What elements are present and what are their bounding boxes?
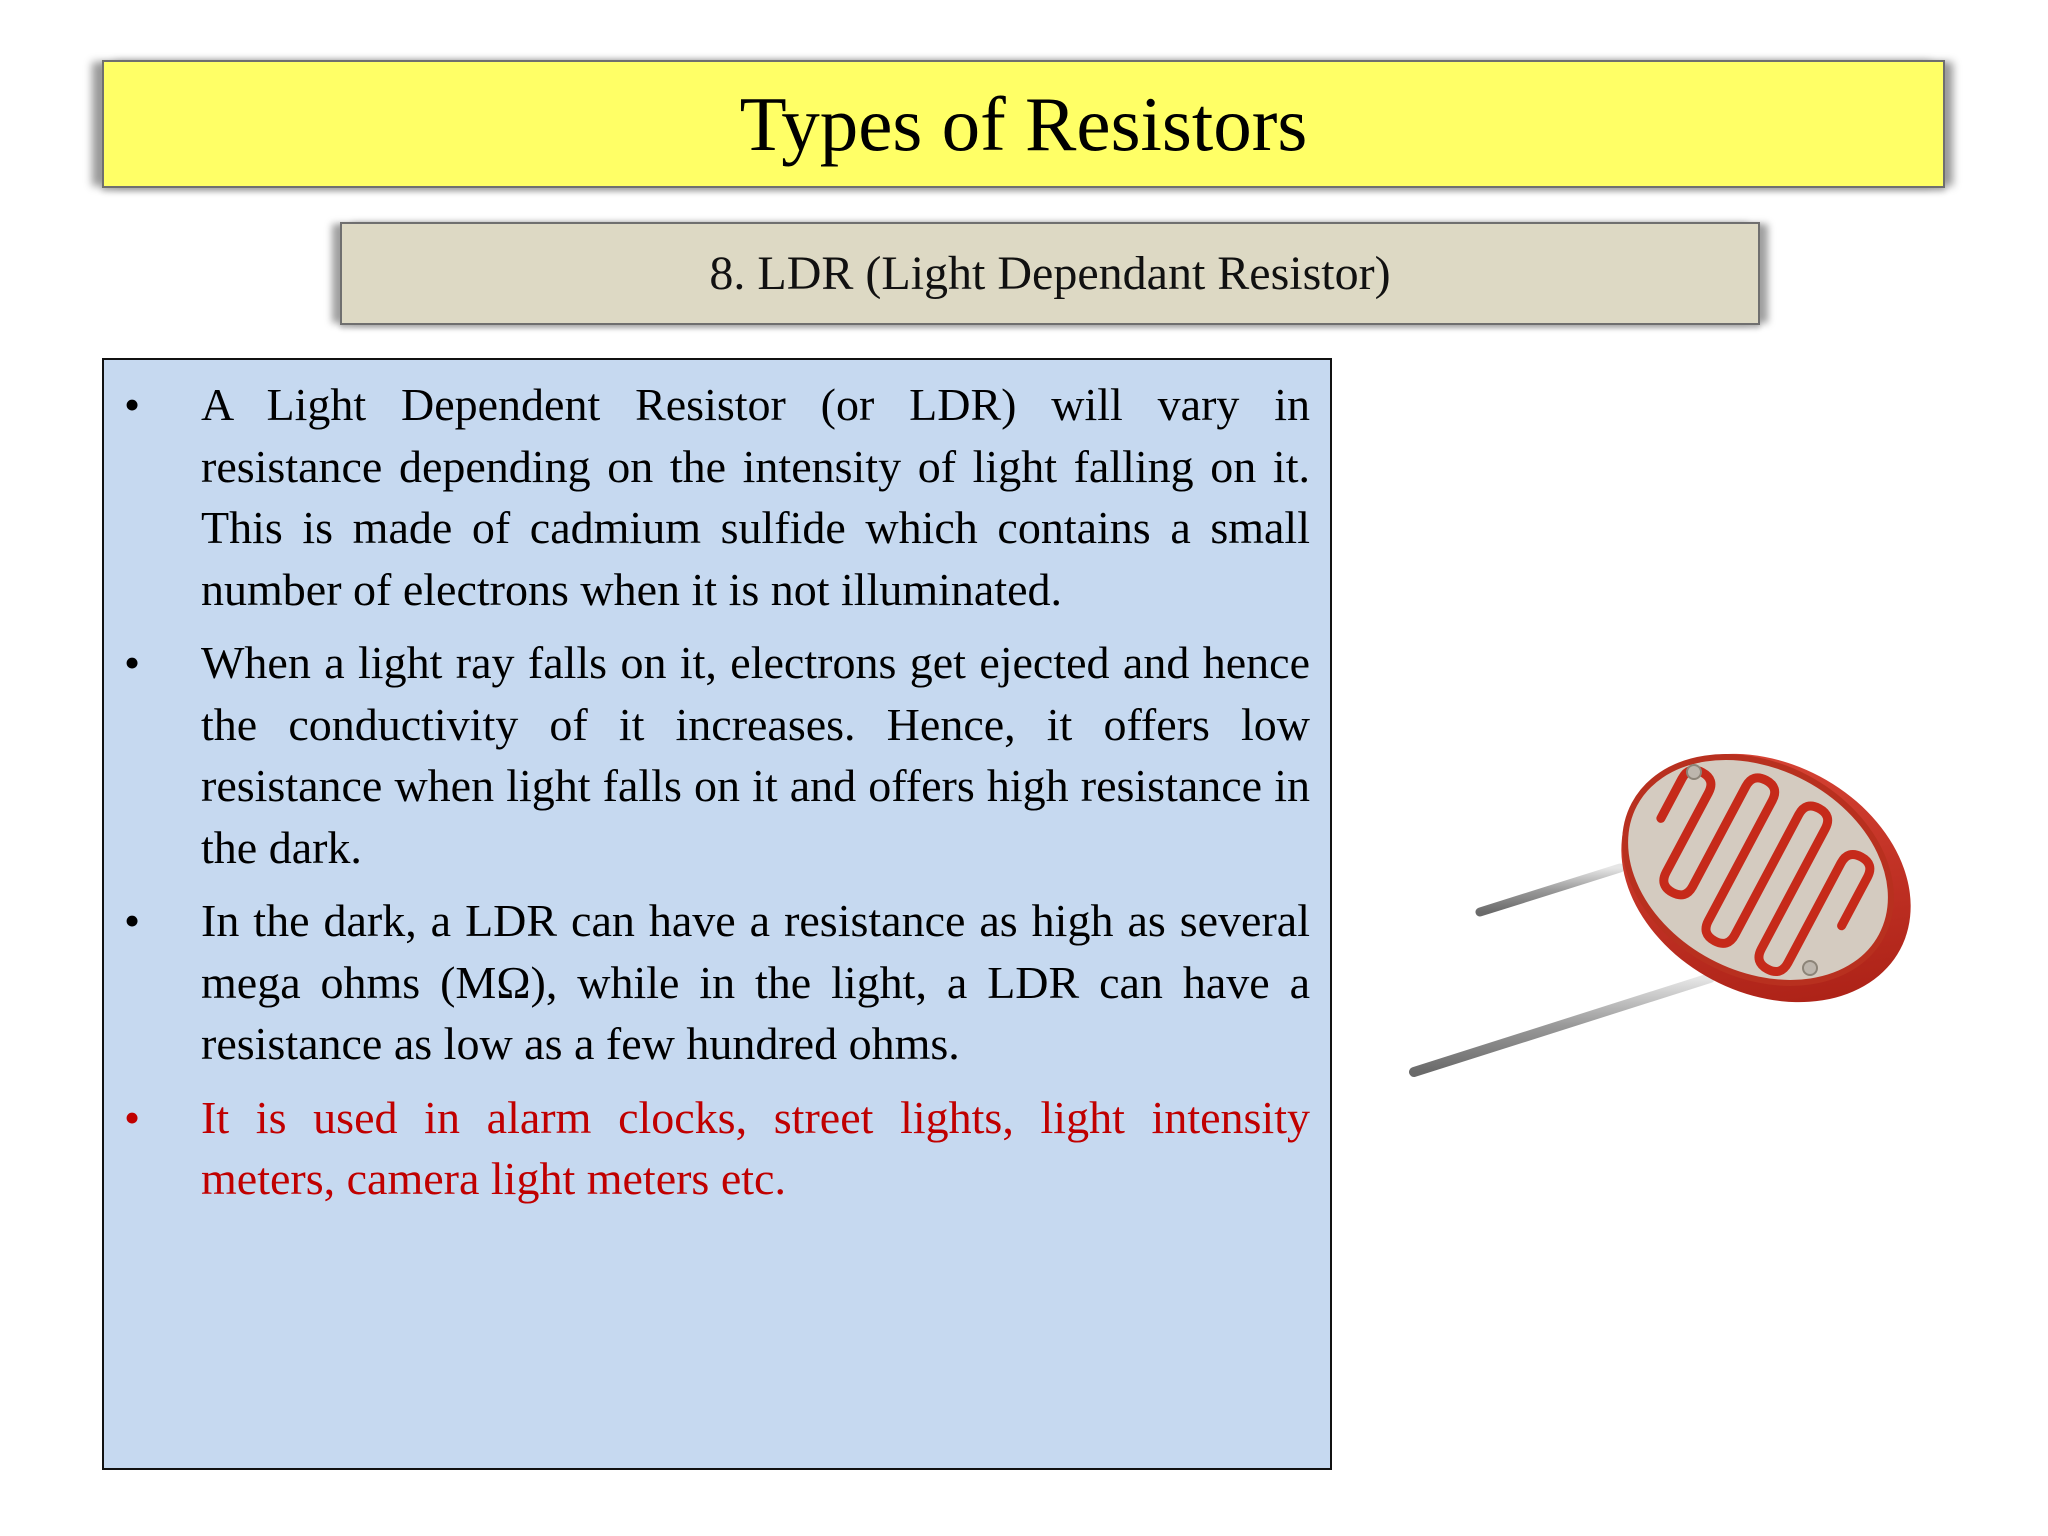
bullet-item-highlight: • It is used in alarm clocks, street lig… [104,1087,1310,1210]
ldr-terminal [1686,764,1702,780]
bullet-item: • In the dark, a LDR can have a resistan… [104,890,1310,1075]
subtitle-banner: 8. LDR (Light Dependant Resistor) [340,222,1760,325]
bullet-text: A Light Dependent Resistor (or LDR) will… [201,379,1310,615]
bullet-marker: • [124,895,141,946]
slide-title: Types of Resistors [739,80,1308,167]
ldr-serpentine-track [1656,765,1875,977]
bullet-text: In the dark, a LDR can have a resistance… [201,895,1310,1069]
ldr-photo [1409,753,1911,1077]
bullet-marker: • [124,1091,141,1143]
ldr-lead-lower [1409,973,1715,1077]
bullet-item: • When a light ray falls on it, electron… [104,632,1310,878]
bullet-text: When a light ray falls on it, electrons … [201,637,1310,873]
ldr-lead-upper [1475,863,1625,917]
ldr-face [1622,754,1894,986]
ldr-terminal [1802,960,1818,976]
bullet-text: It is used in alarm clocks, street light… [201,1091,1310,1205]
content-panel: • A Light Dependent Resistor (or LDR) wi… [102,358,1332,1470]
bullet-marker: • [124,379,141,430]
bullet-item: • A Light Dependent Resistor (or LDR) wi… [104,374,1310,620]
title-banner: Types of Resistors [102,60,1945,188]
bullet-marker: • [124,637,141,688]
bullet-list: • A Light Dependent Resistor (or LDR) wi… [104,374,1310,1210]
slide-subtitle: 8. LDR (Light Dependant Resistor) [709,247,1391,300]
